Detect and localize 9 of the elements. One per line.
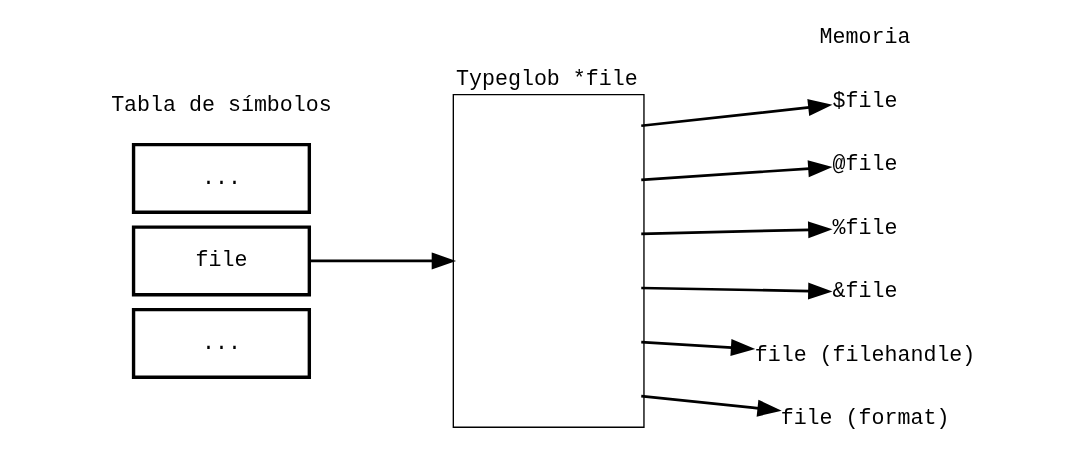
- node-text: &file: [832, 279, 898, 304]
- node-text: file (format): [780, 406, 950, 431]
- node-text: file (filehandle): [754, 342, 976, 367]
- node-label: Typeglob *file: [456, 66, 638, 91]
- node-text: @file: [832, 152, 898, 177]
- label: Tabla de símbolos: [111, 92, 332, 117]
- label: Memoria: [819, 25, 911, 49]
- node-text: $file: [832, 88, 898, 113]
- node-text: %file: [832, 215, 898, 240]
